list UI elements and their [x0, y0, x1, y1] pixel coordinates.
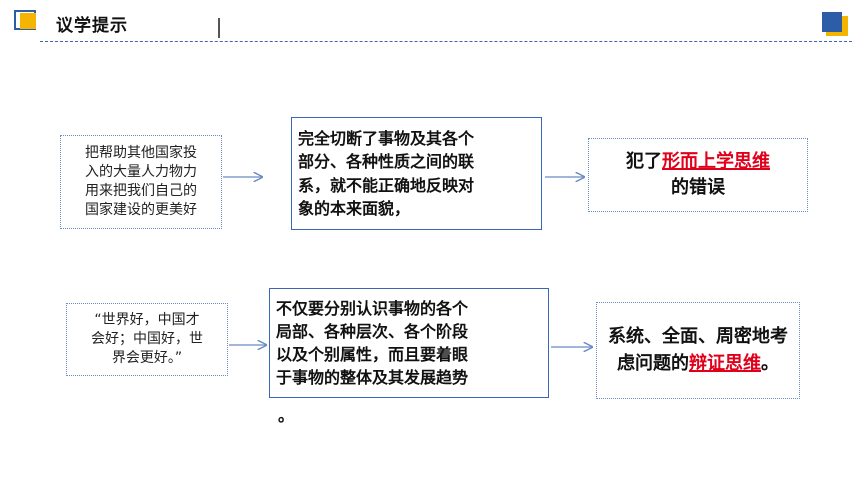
analysis-line: 象的本来面貌， [298, 198, 411, 218]
question-line: 界会更好。” [111, 349, 183, 366]
analysis-line: 不仅要分别认识事物的各个 [276, 298, 469, 318]
analysis-box-1: 完全切断了事物及其各个 部分、各种性质之间的联 系，就不能正确地反映对 象的本来… [291, 117, 542, 230]
conclusion-highlight: 辩证思维 [689, 352, 761, 374]
conclusion-text-2: 系统、全面、周密地考虑问题的辩证思维。 [597, 324, 799, 376]
question-line: 会好；中国好，世 [91, 331, 203, 348]
question-box-1: 把帮助其他国家投 入的大量人力物力 用来把我们自己的 国家建设的更美好 [60, 135, 222, 229]
conclusion-box-1: 犯了形而上学思维 的错误 [588, 138, 808, 212]
conclusion-suffix: 的错误 [671, 177, 725, 198]
analysis-text-1: 完全切断了事物及其各个 部分、各种性质之间的联 系，就不能正确地反映对 象的本来… [292, 127, 541, 220]
question-line: 用来把我们自己的 [85, 183, 197, 199]
question-box-2: “世界好，中国才 会好；中国好，世 界会更好。” [66, 303, 228, 376]
analysis-line: 部分、各种性质之间的联 [298, 152, 475, 172]
question-line: 入的大量人力物力 [85, 164, 197, 181]
conclusion-highlight: 形而上学思维 [662, 150, 770, 172]
question-text-2: “世界好，中国才 会好；中国好，世 界会更好。” [91, 311, 203, 368]
conclusion-prefix: 犯了 [626, 150, 662, 172]
logo-right-icon [822, 12, 848, 36]
question-line: 把帮助其他国家投 [85, 145, 197, 162]
header-divider [218, 18, 220, 38]
logo-left-icon [14, 10, 40, 32]
analysis-line: 于事物的整体及其发展趋势 [276, 368, 469, 388]
analysis-line: 以及个别属性，而且要着眼 [276, 345, 469, 364]
analysis-line: 完全切断了事物及其各个 [298, 129, 475, 149]
analysis-line: 系，就不能正确地反映对 [298, 175, 475, 195]
conclusion-text-1: 犯了形而上学思维 的错误 [626, 149, 770, 201]
conclusion-prefix: 系统、全面、周密地考虑问题的 [608, 326, 788, 374]
analysis-box-2: 不仅要分别认识事物的各个 局部、各种层次、各个阶段 以及个别属性，而且要着眼 于… [269, 288, 549, 398]
conclusion-suffix: 。 [761, 352, 779, 374]
analysis-tail-mark: 。 [278, 406, 295, 425]
question-line: “世界好，中国才 [94, 312, 200, 329]
conclusion-box-2: 系统、全面、周密地考虑问题的辩证思维。 [596, 302, 800, 399]
analysis-line: 局部、各种层次、各个阶段 [276, 321, 469, 341]
question-line: 国家建设的更美好 [85, 201, 197, 218]
header-dotted-line [40, 41, 852, 42]
page-title: 议学提示 [56, 16, 128, 36]
question-text-1: 把帮助其他国家投 入的大量人力物力 用来把我们自己的 国家建设的更美好 [85, 144, 197, 220]
analysis-text-2: 不仅要分别认识事物的各个 局部、各种层次、各个阶段 以及个别属性，而且要着眼 于… [270, 297, 548, 390]
